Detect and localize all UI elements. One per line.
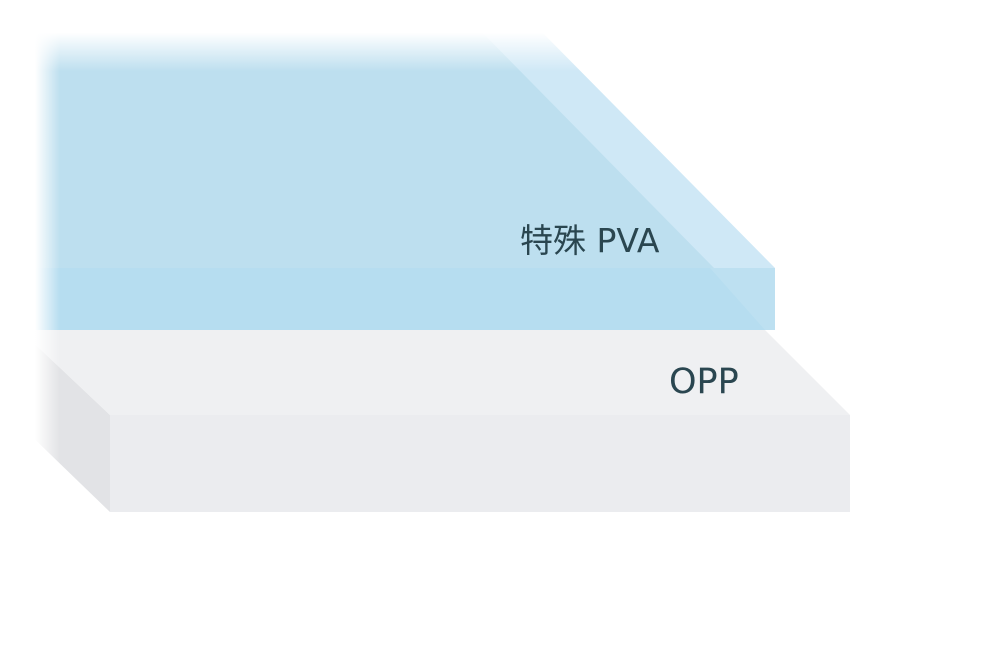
opp-layer-label: OPP bbox=[669, 362, 739, 402]
pva-layer-label: 特殊 PVA bbox=[520, 221, 660, 260]
